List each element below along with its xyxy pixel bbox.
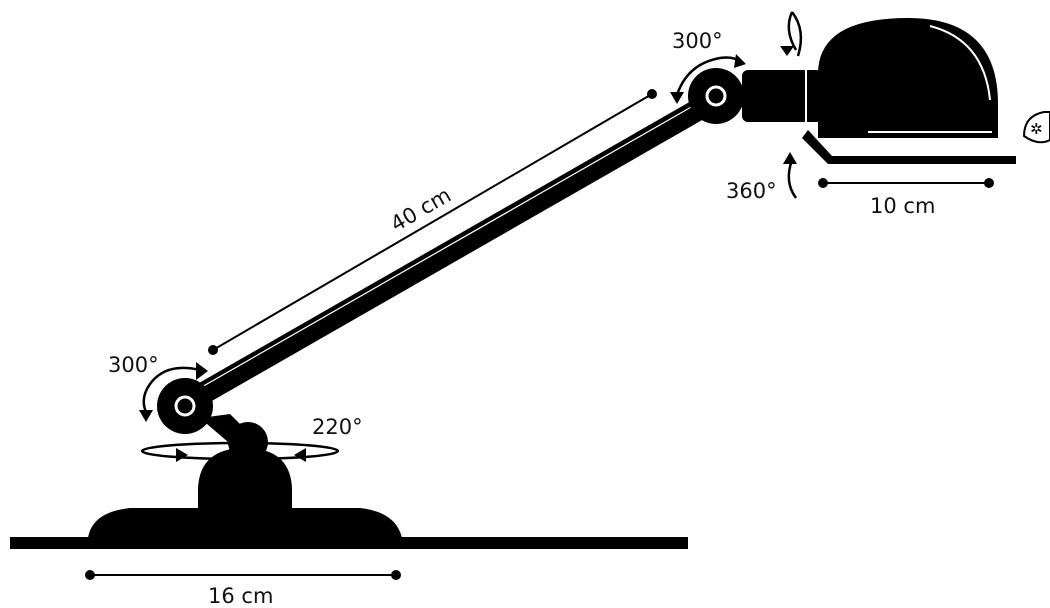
lamp-base [88, 508, 402, 538]
upper-joint-hub [705, 85, 727, 107]
shade-bracket [802, 130, 1016, 164]
rotation-arrow-icon [140, 441, 340, 461]
rotation-arrowhead [294, 448, 306, 462]
shade-highlight [929, 25, 991, 101]
rotation-arrowhead [196, 362, 208, 380]
base-swivel-label: 220° [312, 415, 363, 439]
main-arm [177, 89, 726, 413]
shade-joint-rotation-label: 300° [672, 29, 723, 53]
rotation-arrowhead [783, 152, 797, 164]
svg-text:✲: ✲ [1030, 120, 1043, 138]
main-arm-inner [199, 101, 701, 389]
rotation-arrowhead [780, 46, 794, 56]
elbow-rotation-label: 300° [108, 353, 159, 377]
shade-connector [742, 70, 822, 122]
rotation-arrowhead [139, 410, 153, 422]
upper-joint [688, 68, 744, 124]
rotation-arrowhead [734, 54, 746, 68]
lamp-shade [818, 18, 998, 138]
lower-joint [157, 378, 213, 434]
lower-neck [200, 414, 262, 446]
rotation-arrowhead [176, 448, 188, 462]
shade-width-label: 10 cm [870, 194, 935, 218]
base-dome [198, 448, 292, 512]
bulb-leaf-icon: ✲ [1022, 111, 1050, 144]
lower-joint-hub [174, 395, 196, 417]
base-width-dimension [85, 570, 401, 580]
rotation-arrow-icon [142, 366, 201, 413]
rotation-arrowhead [670, 92, 684, 104]
base-width-label: 16 cm [208, 584, 273, 608]
shade-width-dimension [818, 178, 994, 188]
shade-swivel-label: 360° [726, 179, 777, 203]
arm-length-dimension [208, 89, 657, 355]
table-surface [10, 537, 688, 549]
